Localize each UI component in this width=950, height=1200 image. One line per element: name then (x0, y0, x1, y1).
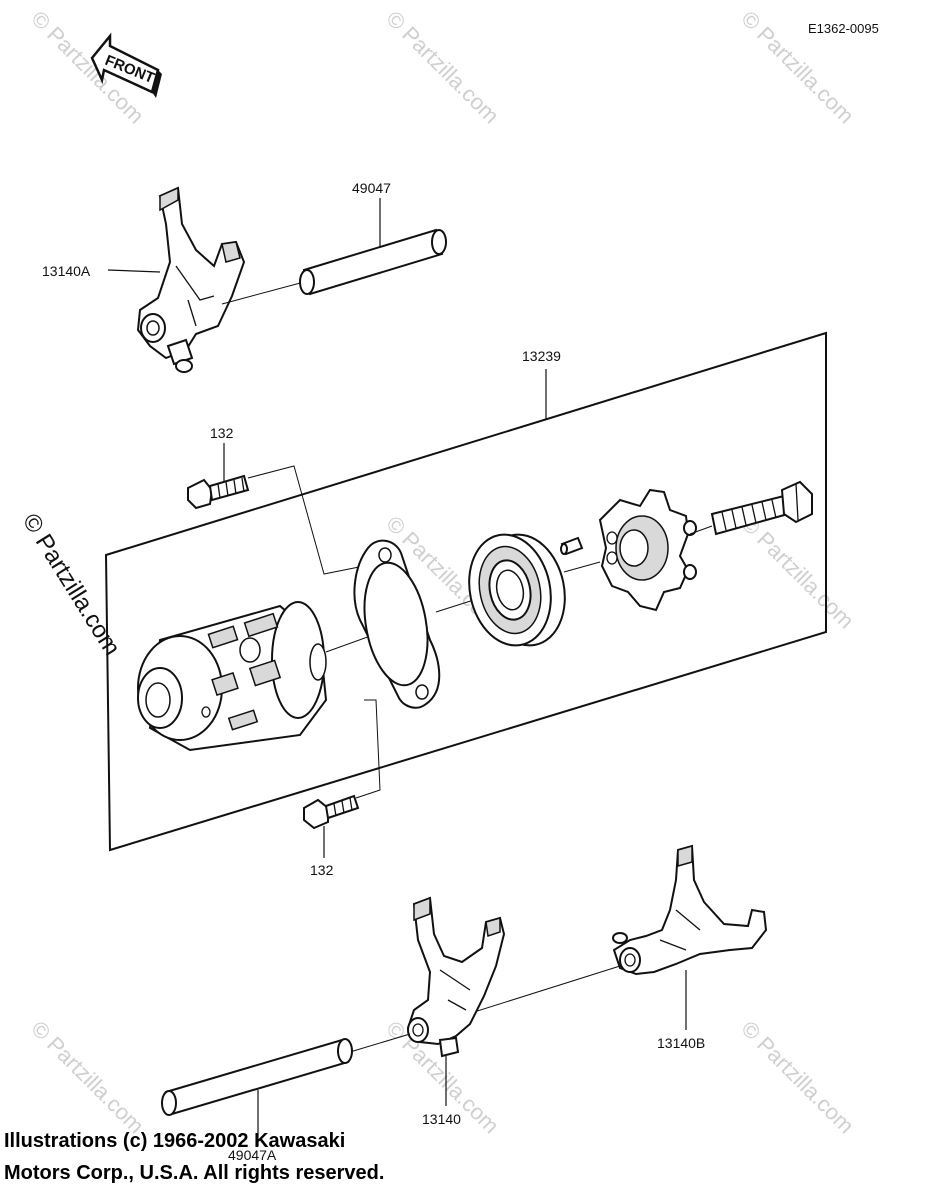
bolt-cam (710, 480, 813, 536)
bolt-132-top (187, 474, 250, 510)
label-13239: 13239 (522, 348, 561, 364)
shift-fork-13140A (136, 186, 246, 373)
watermark-5: © Partzilla.com (736, 511, 859, 634)
dowel-pin (560, 536, 584, 556)
bolt-132-bottom (303, 794, 360, 830)
label-13140B: 13140B (657, 1035, 705, 1051)
label-13140A: 13140A (42, 263, 91, 279)
shaft-49047 (299, 228, 447, 296)
watermark-2: © Partzilla.com (381, 6, 504, 129)
label-49047A: 49047A (228, 1147, 277, 1163)
watermark-6: © Partzilla.com (26, 1016, 149, 1139)
label-132-bottom: 132 (310, 862, 334, 878)
front-arrow-icon: FRONT (90, 32, 162, 98)
copyright-line-1: Illustrations (c) 1966-2002 Kawasaki (4, 1130, 346, 1152)
shift-cam (598, 488, 697, 612)
label-132-top: 132 (210, 425, 234, 441)
holder-plate (353, 539, 441, 709)
watermark-8: © Partzilla.com (736, 1016, 859, 1139)
label-13140: 13140 (422, 1111, 461, 1127)
side-watermark: © Partzilla.com (17, 509, 126, 660)
diagram-code: E1362-0095 (808, 21, 879, 36)
shift-fork-13140B (612, 844, 768, 976)
label-49047: 49047 (352, 180, 391, 196)
shift-fork-13140 (406, 896, 506, 1058)
shift-drum (137, 601, 328, 752)
copyright-line-2: Motors Corp., U.S.A. All rights reserved… (4, 1162, 385, 1184)
shaft-49047A (161, 1038, 353, 1116)
assembly-box-13239 (104, 331, 827, 852)
bearing (468, 533, 566, 647)
